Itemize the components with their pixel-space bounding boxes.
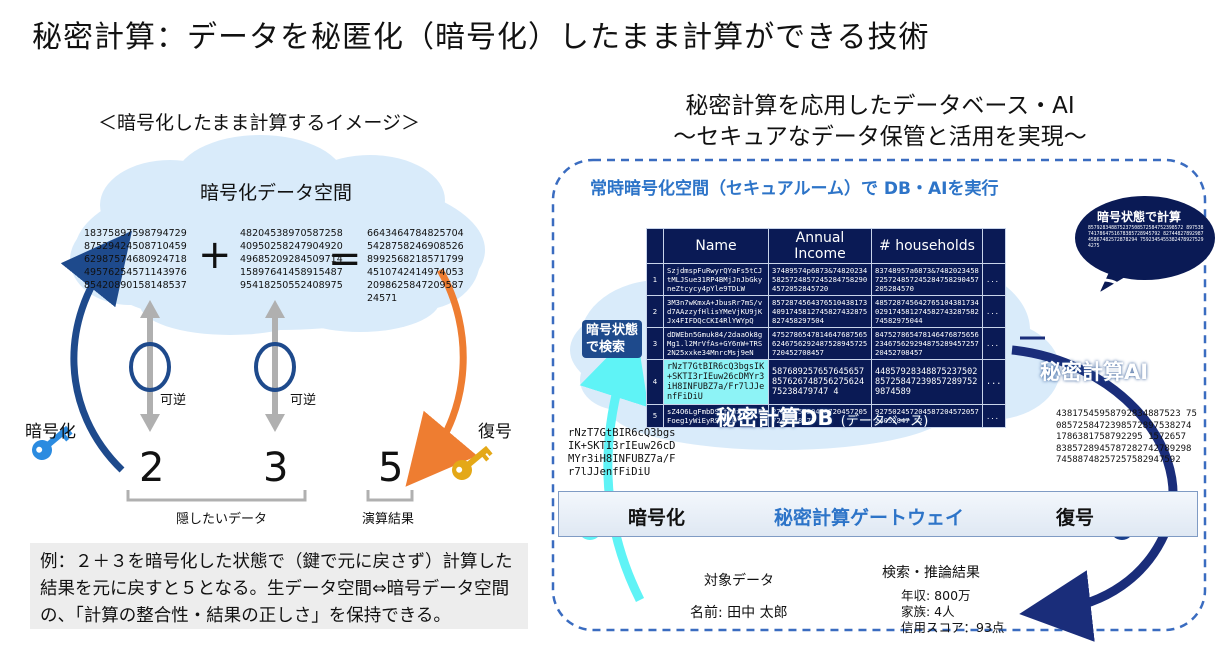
table-header-index [646, 228, 664, 264]
left-cipher-text: rNzT7GtBIR6cQ3bgs IK+SKTI3rIEuw26cD MYr3… [568, 427, 676, 478]
equals-sign: = [328, 236, 362, 282]
table-header-income: Annual Income [768, 228, 872, 264]
result-credit-score: 信用スコア：93点 [901, 620, 1005, 635]
result-income: 年収: 800万 [901, 588, 971, 603]
table-header-households: # households [871, 228, 983, 264]
hidden-data-bracket [126, 490, 307, 502]
table-row: 1 SzjdmspFuRwyrQYaFs5tCJtMLJSue31RP4BMjJ… [646, 263, 1006, 296]
encrypted-value-c: 6643464784825704 5428758246908526 899256… [367, 228, 464, 304]
secret-ai-label: 秘密計算AI [1040, 360, 1149, 384]
gate-encrypt-label: 暗号化 [628, 507, 686, 529]
result-title: 検索・推論結果 [882, 565, 980, 581]
table-header-more [982, 228, 1006, 264]
secure-room-label: 常時暗号化空間（セキュアルーム）で DB・AIを実行 [590, 179, 999, 199]
result-list: 年収: 800万 家族: 4人 信用スコア：93点 [901, 588, 1004, 636]
table-row: 5 sZ4O6LgFmbDSttPwx12vsFFoeg1yWiEyRSsBCE… [646, 404, 1006, 428]
table-row: 3 dDWEbn5Gmuk84/2daaOk8gMg1.l2MrVfAs+GY6… [646, 327, 1006, 360]
target-data-title: 対象データ [704, 573, 774, 589]
left-subtitle: ＜暗号化したまま計算するイメージ＞ [98, 112, 421, 134]
search-arrow [579, 327, 649, 603]
secret-db-subtitle: (データベース) [840, 414, 929, 429]
result-label: 演算結果 [362, 512, 415, 527]
gate-decrypt-label: 復号 [1056, 507, 1095, 529]
table-row: 2 3M3n7wKmxA+JbusRr7mS/vd7AAzzyfHlisYMeV… [646, 295, 1006, 328]
reversible-label-1: 可逆 [160, 393, 187, 408]
table-header-name: Name [663, 228, 769, 264]
search-in-encrypted-label: 暗号状態 で検索 [582, 320, 643, 358]
reversible-arrow-1 [129, 300, 171, 432]
result-family: 家族: 4人 [901, 604, 955, 619]
bubble-numbers: 857928348875237508572584752398572 897538… [1088, 226, 1204, 249]
reversible-arrow-2 [254, 300, 296, 432]
secret-db-label: 秘密計算DB (データベース) [716, 402, 928, 432]
result-bracket [366, 490, 414, 502]
encrypted-space-label: 暗号化データ空間 [200, 182, 353, 204]
encrypted-value-a: 18375897598794729 87529424508710459 6298… [84, 228, 187, 291]
plus-sign: + [198, 232, 232, 278]
right-title-line2: 〜セキュアなデータ保管と活用を実現〜 [673, 124, 1087, 150]
encrypt-arrow [60, 230, 132, 473]
table-row-highlighted: 4 rNzT7GtBIR6cQ3bgsIK+SKTI3rIEuw26cDMYr3… [646, 359, 1006, 405]
reversible-label-2: 可逆 [290, 393, 317, 408]
secret-db-title: 秘密計算DB [716, 406, 834, 430]
bubble-title: 暗号状態で計算 [1097, 210, 1182, 224]
blue-key-icon [32, 425, 73, 460]
page-title: 秘密計算：データを秘匿化（暗号化）したまま計算ができる技術 [32, 20, 930, 55]
decrypt-arrow [405, 268, 478, 487]
right-title-line1: 秘密計算を応用したデータベース・AI [685, 93, 1075, 119]
db-table: Name Annual Income # households 1 Szjdms… [646, 228, 1006, 428]
decrypt-label: 復号 [478, 422, 512, 442]
secret-gateway-bar [558, 491, 1198, 537]
brain-icon [1051, 277, 1135, 361]
plain-value-c: 5 [378, 445, 404, 491]
plain-value-b: 3 [263, 445, 289, 491]
gate-title: 秘密計算ゲートウェイ [774, 507, 965, 529]
example-note: 例：２＋３を暗号化した状態で（鍵で元に戻さず）計算した結果を元に戻すと５となる。… [30, 543, 528, 629]
plain-value-a: 2 [139, 445, 165, 491]
secure-room-border [551, 158, 1207, 632]
right-cipher-text: 43817545958792834887523 75 0857258472398… [1056, 409, 1197, 465]
gold-key-icon [452, 445, 493, 480]
encrypt-label: 暗号化 [25, 422, 76, 442]
hidden-data-label: 隠したいデータ [176, 512, 268, 527]
target-data-value: 名前: 田中 太郎 [690, 605, 788, 621]
encrypted-value-b: 48204538970587258 40950258247904920 4968… [240, 228, 343, 291]
